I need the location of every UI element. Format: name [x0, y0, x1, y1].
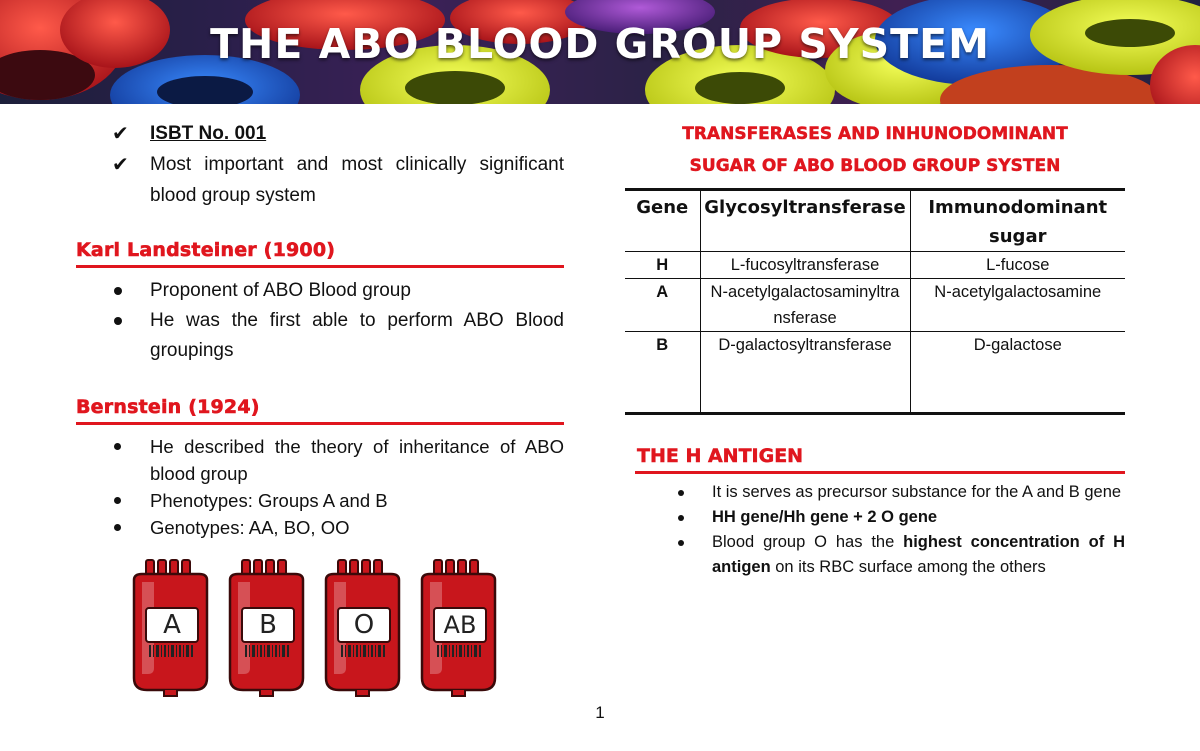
bullet-icon [114, 317, 122, 325]
list-item-text: HH gene/Hh gene + 2 O gene [712, 508, 938, 526]
transferase-cell: L-fucosyltransferase [699, 251, 910, 279]
list-item: Genotypes: AA, BO, OO [76, 514, 564, 541]
bullet-icon [678, 515, 684, 521]
gene-cell: A [656, 283, 669, 301]
list-item: ✔ ISBT No. 001 [76, 118, 564, 149]
right-column: TRANSFERASES AND INHUNODOMINANT SUGAR OF… [625, 118, 1125, 580]
list-item-text-start: Blood group O has the [712, 533, 904, 551]
intro-list: ✔ ISBT No. 001 ✔ Most important and most… [76, 118, 564, 211]
check-icon: ✔ [112, 152, 129, 176]
table-row: B D-galactosyltransferase D-galactose [625, 331, 1125, 414]
list-item: He was the first able to perform ABO Blo… [76, 306, 564, 366]
bag-label-b: B [259, 610, 277, 640]
list-item-text: Most important and most clinically signi… [150, 154, 564, 206]
bullet-icon [114, 497, 121, 504]
check-icon: ✔ [112, 121, 129, 145]
list-item: He described the theory of inheritance o… [76, 433, 564, 487]
table-title-line-2: SUGAR OF ABO BLOOD GROUP SYSTEN [689, 156, 1061, 177]
list-item: Phenotypes: Groups A and B [76, 487, 564, 514]
list-item-text: Genotypes: AA, BO, OO [150, 517, 350, 538]
sugar-cell: L-fucose [909, 251, 1125, 279]
blood-bag-icon [324, 559, 401, 697]
list-item-text: It is serves as precursor substance for … [712, 483, 1122, 501]
sugar-cell: D-galactose [909, 331, 1125, 414]
transferase-cell: D-galactosyltransferase [699, 331, 910, 414]
bag-label-o: O [353, 610, 375, 640]
section-divider [76, 265, 564, 268]
list-item: Proponent of ABO Blood group [76, 276, 564, 306]
list-item-text: Phenotypes: Groups A and B [150, 490, 388, 511]
table-title-line-1: TRANSFERASES AND INHUNODOMINANT [682, 124, 1068, 145]
left-column: ✔ ISBT No. 001 ✔ Most important and most… [76, 118, 564, 541]
column-header-transferase: Glycosyltransferase [699, 189, 910, 252]
table-row: H L-fucosyltransferase L-fucose [625, 251, 1125, 279]
section-divider [76, 422, 564, 425]
bullet-icon [678, 540, 684, 546]
list-item-text-end: on its RBC surface among the others [770, 558, 1046, 576]
bullet-icon [114, 443, 121, 450]
sugar-cell: N-acetylgalactosamine [909, 278, 1125, 332]
blood-bag-icon [420, 559, 497, 697]
blood-bags-illustration: A B O AB [124, 558, 514, 698]
h-antigen-list: It is serves as precursor substance for … [625, 480, 1125, 580]
list-item-text: Proponent of ABO Blood group [150, 280, 411, 301]
list-item-text: He was the first able to perform ABO Blo… [150, 310, 564, 361]
bullet-icon [114, 287, 122, 295]
column-header-gene: Gene [636, 197, 689, 218]
transferases-table: Gene Glycosyltransferase Immunodominant … [625, 188, 1125, 415]
blood-bag-icon [228, 559, 305, 697]
bullet-icon [678, 490, 684, 496]
list-item: Blood group O has the highest concentrat… [625, 530, 1125, 580]
blood-bag-icon [132, 559, 209, 697]
page-title: THE ABO BLOOD GROUP SYSTEM [210, 20, 990, 68]
bag-label-a: A [163, 610, 181, 640]
list-item: HH gene/Hh gene + 2 O gene [625, 505, 1125, 530]
table-title: TRANSFERASES AND INHUNODOMINANT SUGAR OF… [625, 118, 1125, 182]
bernstein-heading: Bernstein (1924) [76, 396, 260, 419]
column-header-sugar: Immunodominant sugar [909, 189, 1125, 252]
h-antigen-heading: THE H ANTIGEN [637, 445, 804, 468]
header-banner: THE ABO BLOOD GROUP SYSTEM [0, 0, 1200, 104]
list-item: ✔ Most important and most clinically sig… [76, 149, 564, 211]
list-item: It is serves as precursor substance for … [625, 480, 1125, 505]
gene-cell: H [656, 256, 669, 274]
table-header-row: Gene Glycosyltransferase Immunodominant … [625, 189, 1125, 252]
isbt-number: ISBT No. 001 [150, 123, 267, 144]
blood-tubes-photo [0, 0, 1200, 104]
table-row: A N-acetylgalactosaminyltransferase N-ac… [625, 278, 1125, 332]
transferase-cell: N-acetylgalactosaminyltransferase [699, 278, 910, 332]
landsteiner-heading: Karl Landsteiner (1900) [76, 239, 336, 262]
list-item-text-bold: highest concentration of H antigen [712, 533, 1125, 576]
landsteiner-list: Proponent of ABO Blood group He was the … [76, 276, 564, 366]
bernstein-list: He described the theory of inheritance o… [76, 433, 564, 541]
list-item-text: He described the theory of inheritance o… [150, 436, 564, 484]
bullet-icon [114, 524, 121, 531]
section-divider [635, 471, 1125, 474]
bag-label-ab: AB [443, 611, 477, 639]
gene-cell: B [656, 336, 669, 354]
page-number: 1 [595, 703, 605, 722]
